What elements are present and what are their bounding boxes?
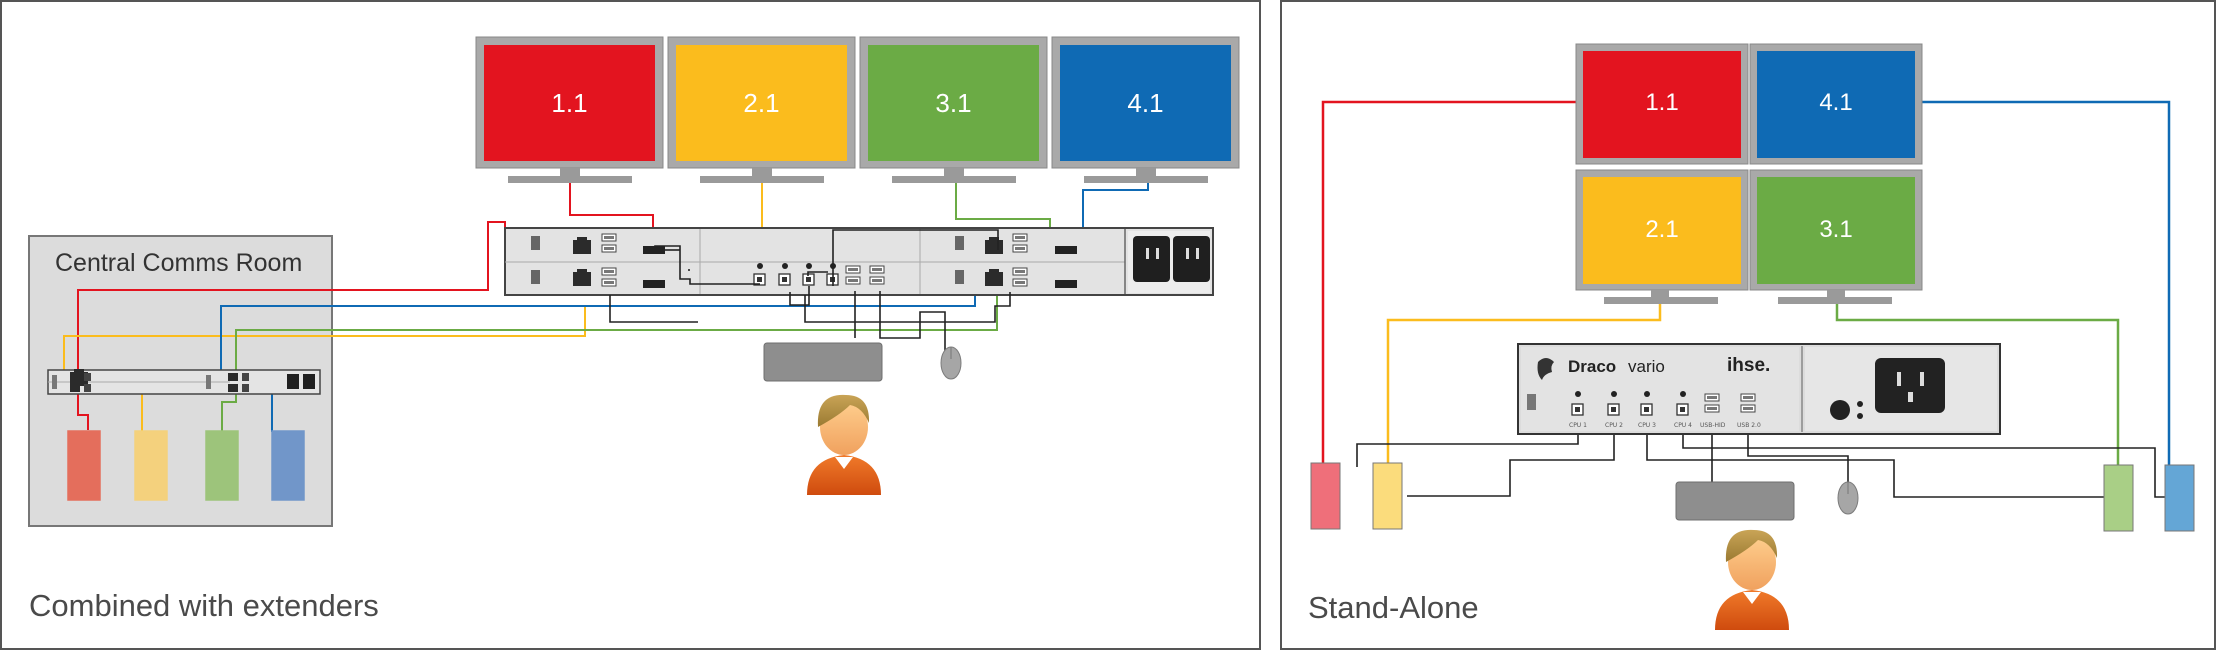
extender-rack [47,369,321,395]
extender-unit [205,430,239,501]
extender-unit [134,430,168,501]
monitor-screen [1583,51,1741,158]
left-black-cables [609,229,1011,352]
keyboard-icon [1675,481,1795,521]
device-model-name: vario [1628,357,1665,376]
left-monitors [475,36,1240,183]
monitor-3-1 [859,36,1048,183]
computer-unit [2164,464,2195,532]
keyboard-icon [763,342,883,382]
computer-unit [1310,462,1341,530]
monitor-screen [1060,45,1231,161]
monitor-screen [676,45,847,161]
monitor-1-1 [475,36,664,183]
port-label: CPU 2 [1605,422,1623,429]
monitor-label: 3.1 [935,88,972,118]
port-label: CPU 1 [1569,422,1587,429]
monitor-label: 1.1 [551,88,588,118]
monitor-screen [868,45,1039,161]
extender-unit [67,430,101,501]
computer-unit [1372,462,1403,530]
port-label: CPU 4 [1674,422,1692,429]
monitor-label: 3.1 [1819,216,1853,243]
extender-unit [271,430,305,501]
monitor-label: 2.1 [1645,216,1679,243]
device-brand-name: Draco [1568,357,1617,376]
monitor-label: 2.1 [743,88,780,118]
monitor-screen [1757,51,1915,158]
monitor-3-1 [1749,169,1923,304]
right-monitors [1575,43,1923,304]
monitor-screen [484,45,655,161]
mouse-icon [940,346,962,380]
kvm-matrix-chassis [504,227,1214,296]
monitor-label: 1.1 [1645,89,1679,116]
monitor-2-1 [667,36,856,183]
right-black-cables [1356,434,2180,498]
monitor-2-1 [1575,169,1749,304]
right-computers [1310,462,2195,532]
monitor-screen [1757,177,1915,284]
port-label: CPU 3 [1638,422,1656,429]
port-label: USB-HID [1700,422,1726,429]
left-panel-caption: Combined with extenders [29,588,379,623]
mouse-icon [1837,481,1859,515]
extender-units [67,430,305,501]
right-panel-caption: Stand-Alone [1308,590,1479,625]
monitor-1-1 [1575,43,1749,165]
monitor-label: 4.1 [1819,89,1853,116]
port-label: USB 2.0 [1737,422,1761,429]
right-colored-cables [1321,100,2171,468]
monitor-label: 4.1 [1127,88,1164,118]
monitor-4-1 [1051,36,1240,183]
draco-vario-device: CPU 1 CPU 2 CPU 3 CPU 4 USB-HID USB 2.0 [1517,343,2001,435]
device-maker-logo: ihse. [1727,355,1771,376]
room-title: Central Comms Room [55,249,303,277]
monitor-screen [1583,177,1741,284]
monitor-4-1 [1749,43,1923,165]
computer-unit [2103,464,2134,532]
